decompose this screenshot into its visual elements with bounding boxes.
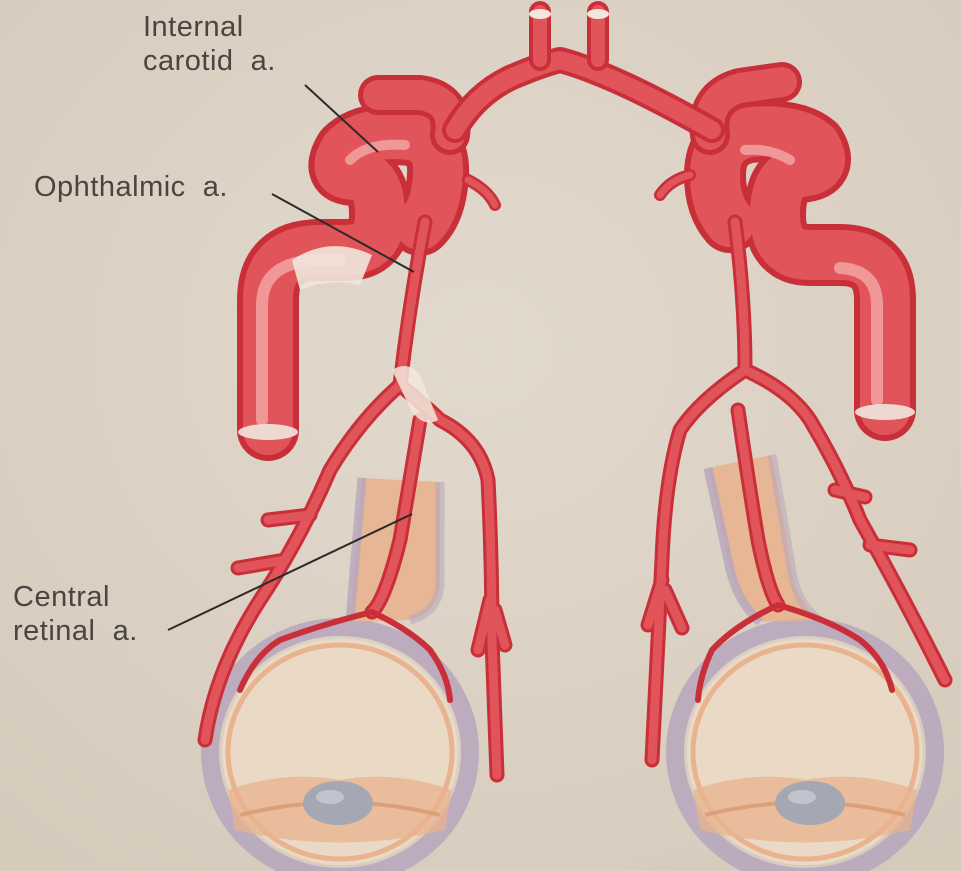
- internal-carotid-label: Internal carotid a.: [143, 10, 276, 78]
- left-vessel-opening: [529, 9, 551, 19]
- central-retinal-label: Central retinal a.: [13, 580, 138, 648]
- right-vessel-opening: [587, 9, 609, 19]
- central-retinal-label-line2: retinal a.: [13, 614, 138, 648]
- ophthalmic-label-line1: Ophthalmic a.: [34, 170, 228, 204]
- left-eyeball: [210, 627, 470, 871]
- ophthalmic-label: Ophthalmic a.: [34, 170, 228, 204]
- right-lens: [775, 781, 845, 825]
- left-lens: [303, 781, 373, 825]
- left-carotid-cut-end: [238, 424, 298, 440]
- internal-carotid-label-line1: Internal: [143, 10, 276, 44]
- internal-carotid-label-line2: carotid a.: [143, 44, 276, 78]
- right-eyeball: [675, 627, 935, 871]
- central-retinal-label-line1: Central: [13, 580, 138, 614]
- right-carotid-cut-end: [855, 404, 915, 420]
